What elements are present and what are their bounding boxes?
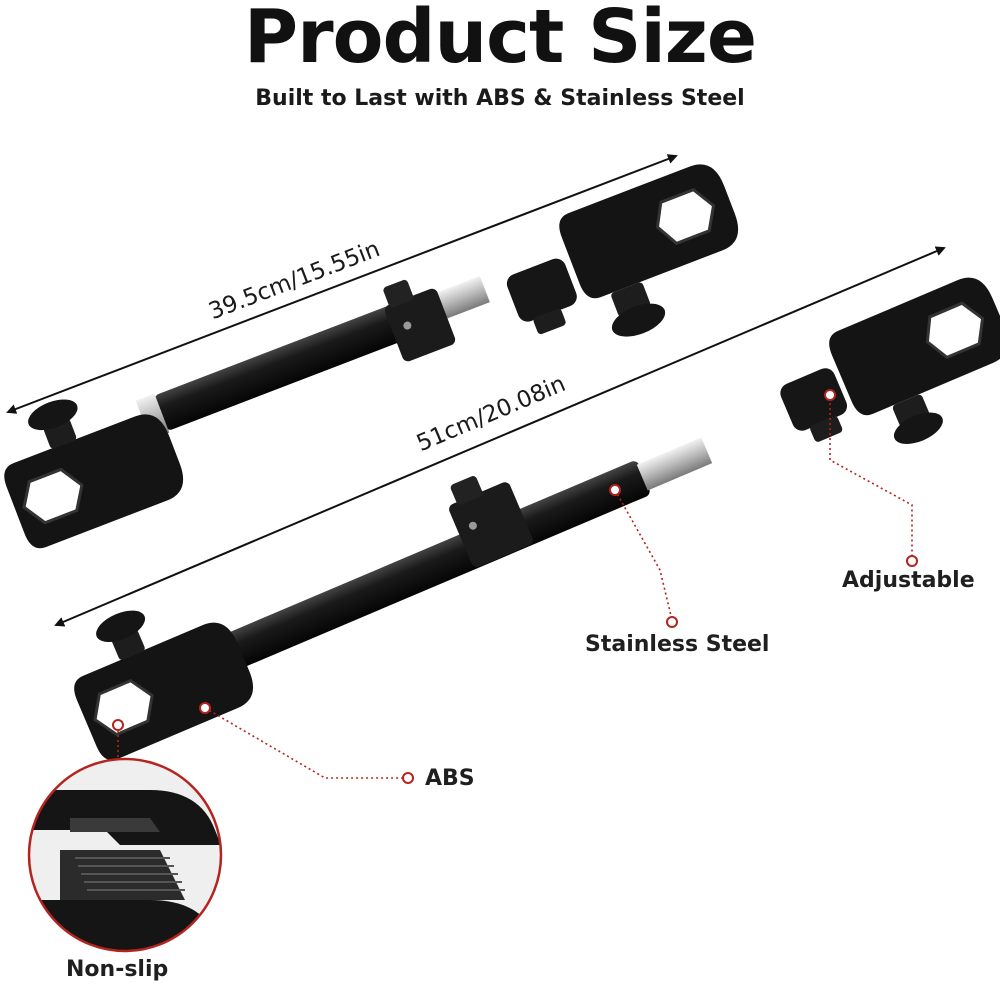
adjustable-callout-dot xyxy=(824,389,836,401)
adjustable-callout-end xyxy=(906,555,918,567)
stainless-steel-label: Stainless Steel xyxy=(585,632,770,657)
page-subtitle: Built to Last with ABS & Stainless Steel xyxy=(255,86,745,111)
stainless-callout-line xyxy=(614,489,673,621)
abs-callout-end xyxy=(402,772,414,784)
stainless-callout-dot xyxy=(609,484,621,496)
adjustable-callout-line xyxy=(829,398,913,558)
nonslip-callout-dot xyxy=(112,719,124,731)
abs-callout-line xyxy=(204,707,405,779)
short-rod-dimension-arrow xyxy=(6,154,678,414)
adjustable-label: Adjustable xyxy=(842,568,975,593)
page-title: Product Size xyxy=(243,0,757,80)
long-rod-assembly xyxy=(74,277,1000,761)
long-rod-dimension-arrow xyxy=(54,246,946,627)
short-rod-assembly xyxy=(4,164,738,549)
abs-label: ABS xyxy=(425,766,475,791)
stainless-callout-end xyxy=(666,616,678,628)
non-slip-label: Non-slip xyxy=(66,957,169,982)
abs-callout-dot xyxy=(199,702,211,714)
non-slip-detail-inset xyxy=(27,757,223,953)
